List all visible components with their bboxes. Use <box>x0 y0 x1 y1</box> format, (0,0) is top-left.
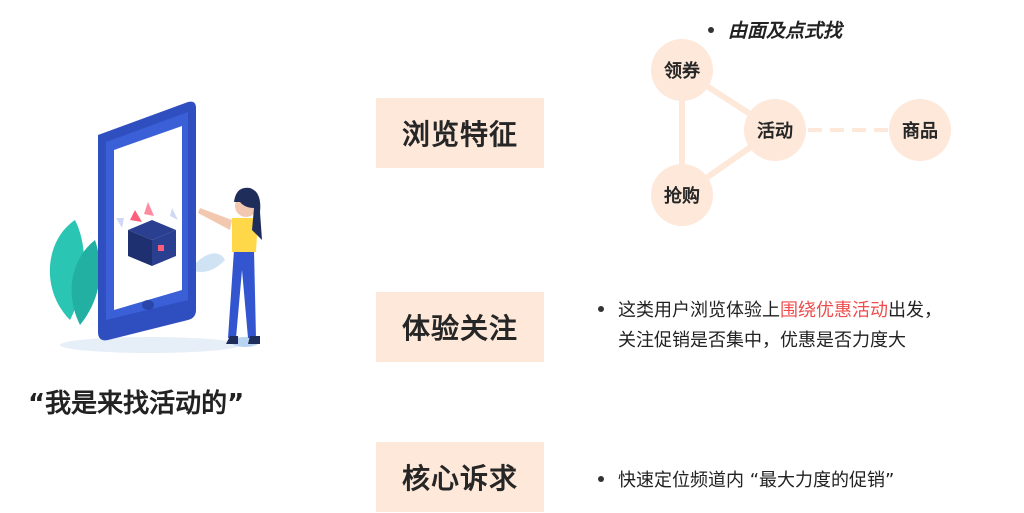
gift-box-icon <box>116 202 178 266</box>
category-core-demand: 核心诉求 <box>376 442 544 512</box>
core-bullet: 快速定位频道内 “最大力度的促销” <box>598 466 894 496</box>
category-experience-focus: 体验关注 <box>376 292 544 362</box>
node-activity: 活动 <box>744 99 806 161</box>
browse-path-diagram: 由面及点式找 领券 活动 商品 抢购 <box>620 10 980 235</box>
woman-figure-icon <box>198 187 262 347</box>
experience-bullet-line2: 关注促销是否集中，优惠是否力度大 <box>618 330 906 351</box>
phone-shopping-illustration <box>49 101 262 353</box>
graph-title: 由面及点式找 <box>708 16 842 43</box>
node-product: 商品 <box>889 99 951 161</box>
node-flash-sale: 抢购 <box>651 164 713 226</box>
bullet-dot-icon <box>708 26 714 33</box>
bullet-dot-icon <box>598 476 604 482</box>
user-quote: “我是来找活动的” <box>28 389 245 419</box>
experience-bullet: 这类用户浏览体验上围绕优惠活动出发， 关注促销是否集中，优惠是否力度大 <box>598 296 942 356</box>
bullet-dot-icon <box>598 306 604 312</box>
smartphone-icon <box>98 101 196 341</box>
category-browse-features: 浏览特征 <box>376 98 544 168</box>
node-coupon: 领券 <box>651 39 713 101</box>
highlight-text: 围绕优惠活动 <box>780 300 888 321</box>
